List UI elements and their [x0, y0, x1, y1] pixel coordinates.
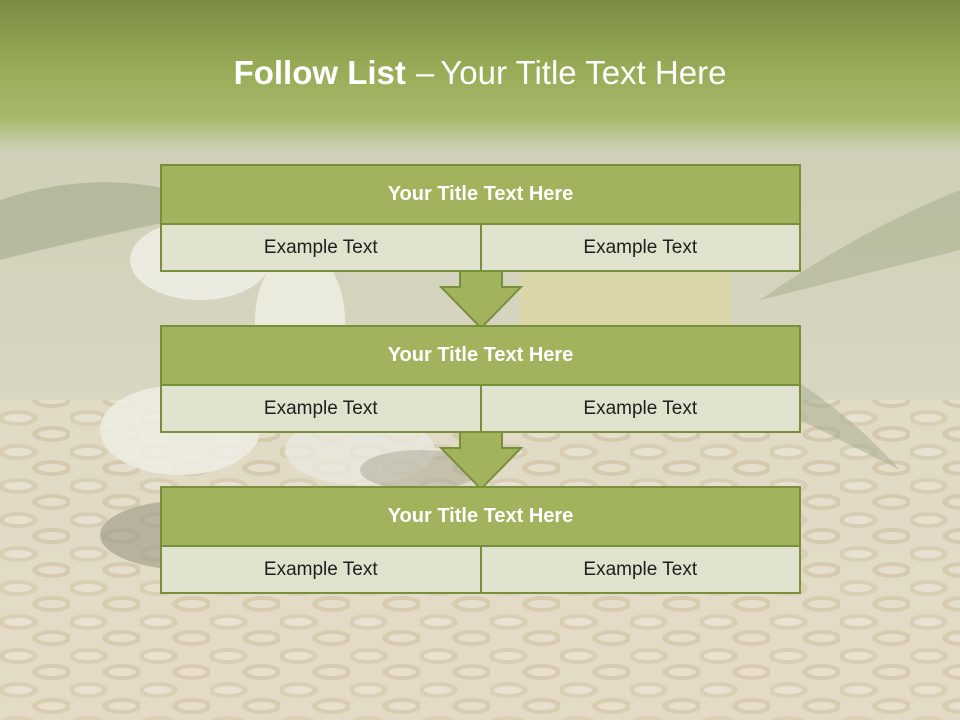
step-box-3: Your Title Text Here Example Text Exampl… — [160, 486, 801, 594]
step-title-1: Your Title Text Here — [162, 166, 799, 225]
slide-title: Follow List–Your Title Text Here — [0, 54, 960, 92]
title-dash: – — [415, 54, 435, 91]
title-rest: Your Title Text Here — [440, 54, 727, 91]
step-1-left-text: Example Text — [162, 225, 480, 270]
title-bold: Follow List — [233, 54, 406, 91]
step-title-3: Your Title Text Here — [162, 488, 799, 547]
step-box-2: Your Title Text Here Example Text Exampl… — [160, 325, 801, 433]
down-arrow-icon — [439, 270, 523, 330]
step-1-right-text: Example Text — [479, 225, 799, 270]
step-box-1: Your Title Text Here Example Text Exampl… — [160, 164, 801, 272]
step-3-left-text: Example Text — [162, 547, 480, 592]
step-title-2: Your Title Text Here — [162, 327, 799, 386]
step-2-right-text: Example Text — [479, 386, 799, 431]
down-arrow-icon — [439, 431, 523, 491]
step-3-right-text: Example Text — [479, 547, 799, 592]
step-2-left-text: Example Text — [162, 386, 480, 431]
title-bar — [0, 0, 960, 150]
